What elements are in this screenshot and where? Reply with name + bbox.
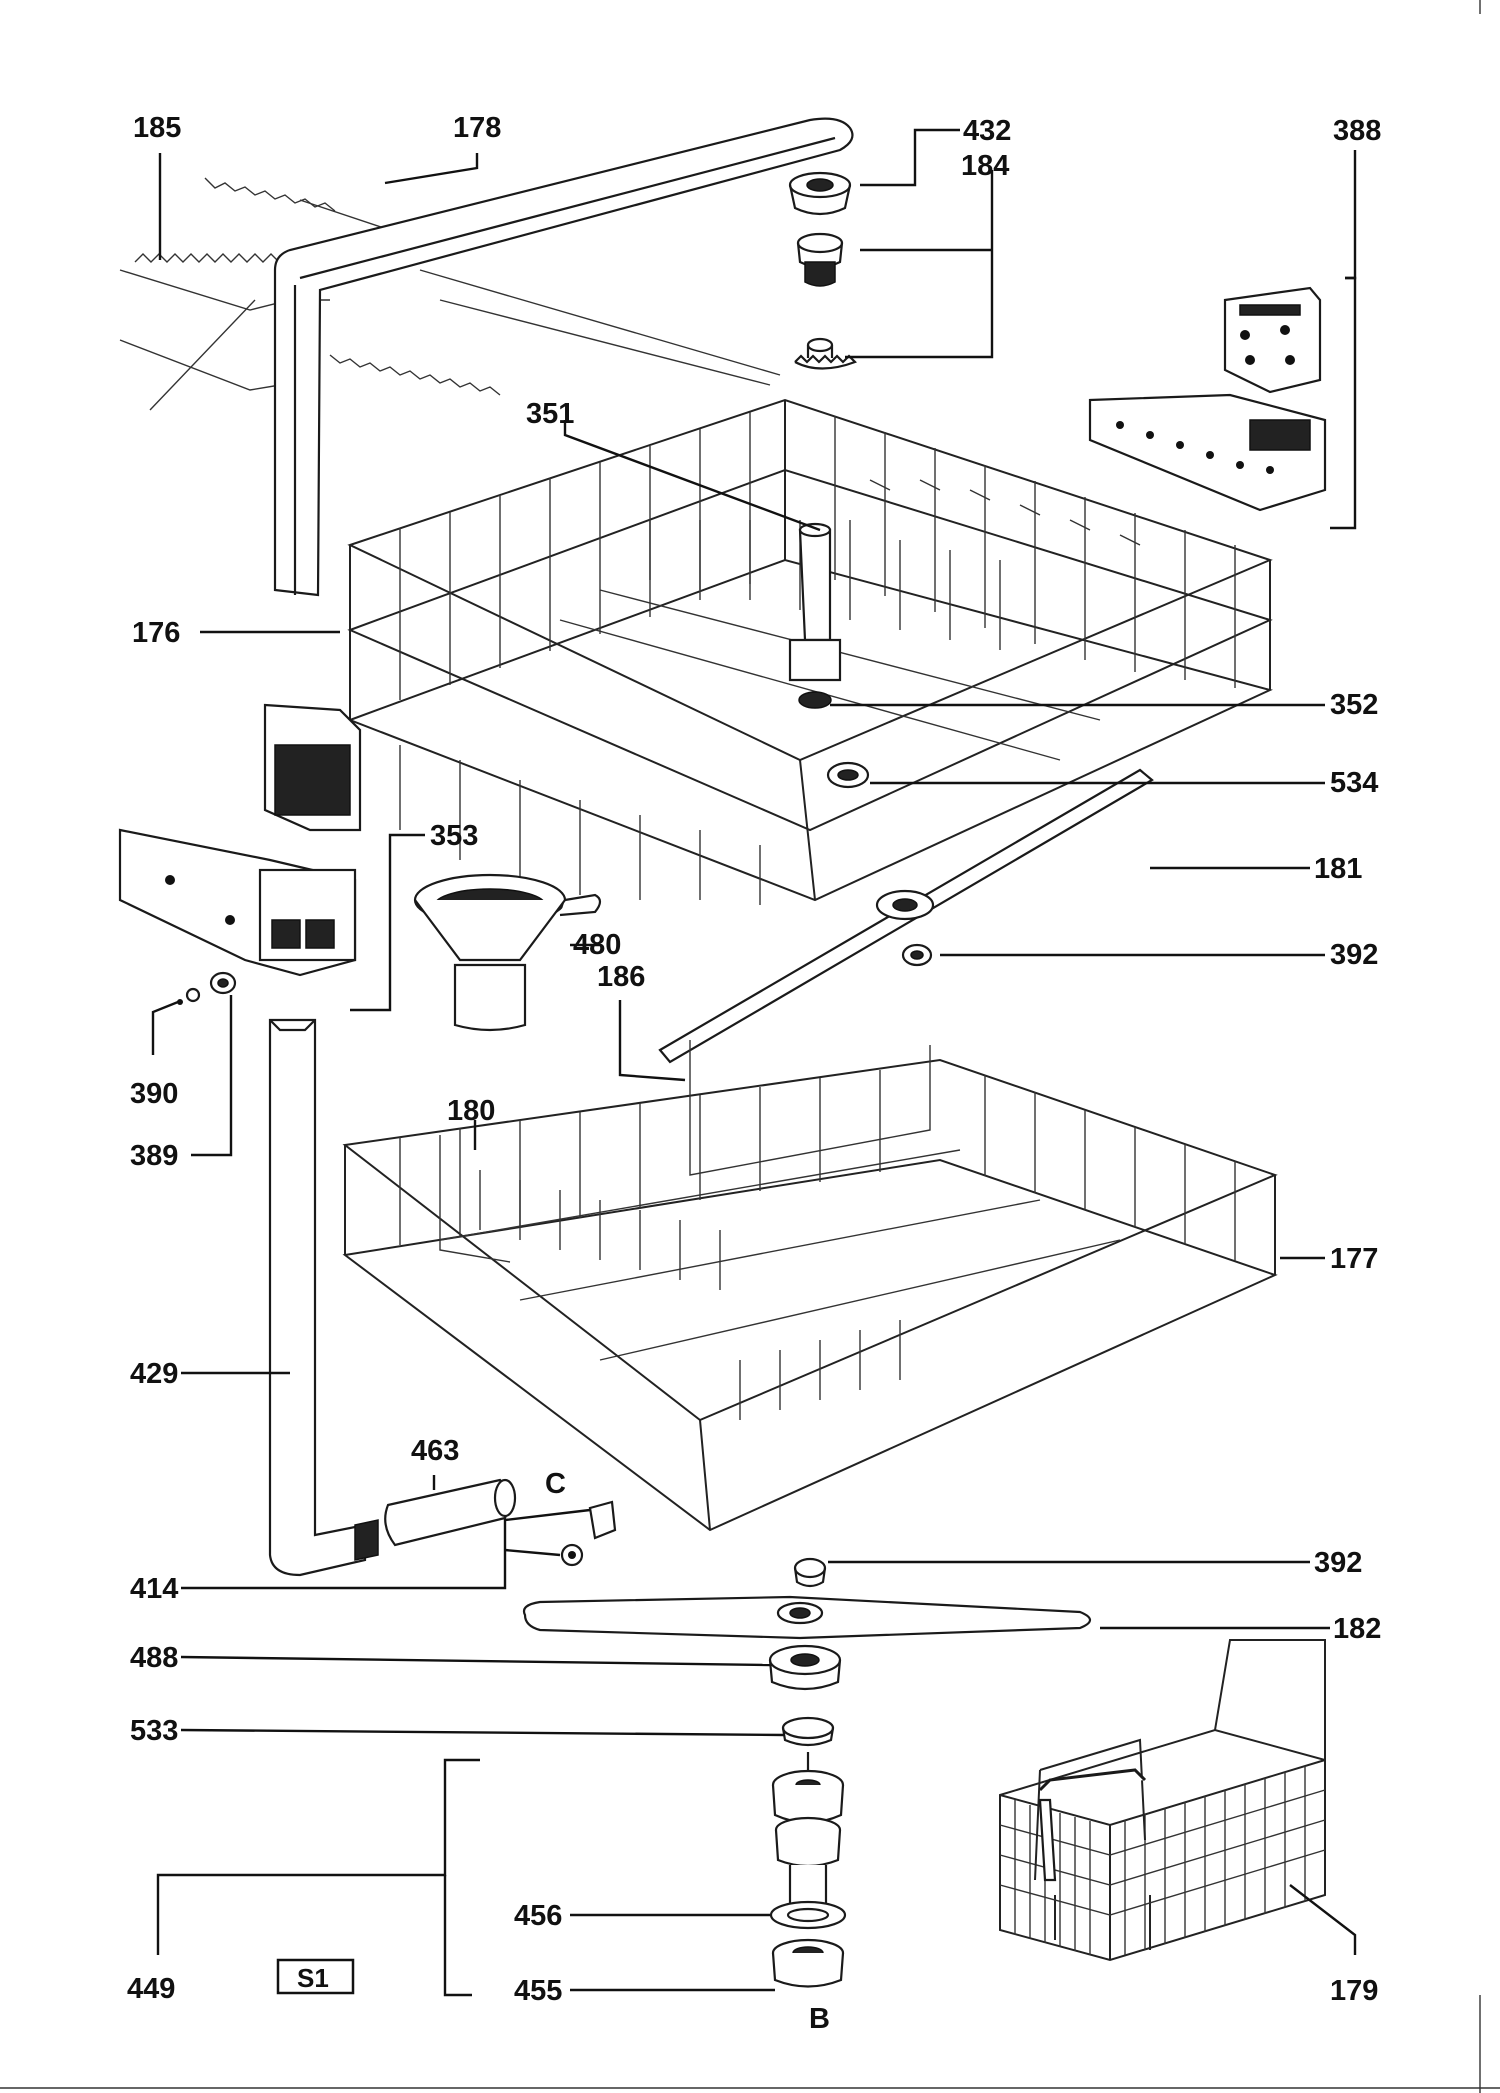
label-185: 185 (133, 112, 181, 144)
cutlery-basket-179 (999, 1639, 1326, 1962)
leader-lines (151, 128, 1357, 1997)
label-488: 488 (130, 1642, 178, 1674)
label-388: 388 (1333, 115, 1381, 147)
label-534: 534 (1330, 767, 1378, 799)
label-b: B (809, 2003, 830, 2035)
fitting-184-nut (796, 232, 844, 287)
label-533: 533 (130, 1715, 178, 1747)
nozzle-392-lower (793, 1557, 827, 1588)
label-177: 177 (1330, 1243, 1378, 1275)
ring-488 (768, 1644, 842, 1691)
spray-arm-181 (658, 768, 1154, 1064)
label-432: 432 (963, 115, 1011, 147)
label-186: 186 (597, 961, 645, 993)
nozzle-392-upper (901, 943, 933, 967)
label-176: 176 (132, 617, 180, 649)
clip-414 (560, 1500, 617, 1567)
ring-533 (781, 1716, 835, 1747)
label-392-lower: 392 (1314, 1547, 1362, 1579)
pin-390 (177, 987, 201, 1005)
fitting-184-gear (794, 337, 857, 370)
gasket-456 (769, 1900, 847, 1930)
hose-463 (384, 1478, 517, 1547)
label-c: C (545, 1468, 566, 1500)
label-389: 389 (130, 1140, 178, 1172)
sump-assembly-449 (771, 1752, 845, 1916)
label-392-upper: 392 (1330, 939, 1378, 971)
label-351: 351 (526, 398, 574, 430)
label-429: 429 (130, 1358, 178, 1390)
label-480: 480 (573, 929, 621, 961)
upper-basket-176 (347, 398, 1273, 905)
wheel-389 (209, 971, 237, 995)
rail-guide-353 (118, 703, 362, 977)
label-449: 449 (127, 1973, 175, 2005)
part-labels: 185 178 432 184 388 351 176 352 534 353 … (127, 112, 1381, 2035)
label-353: 353 (430, 820, 478, 852)
nut-455 (771, 1938, 845, 1988)
spray-arm-182 (522, 1595, 1092, 1640)
label-182: 182 (1333, 1613, 1381, 1645)
section-code-box: S1 (276, 1958, 355, 1995)
lower-basket-177 (342, 1040, 1278, 1532)
spray-tube-351 (788, 522, 842, 709)
label-390: 390 (130, 1078, 178, 1110)
label-179: 179 (1330, 1975, 1378, 2007)
label-181: 181 (1314, 853, 1362, 885)
label-184: 184 (961, 150, 1009, 182)
label-178: 178 (453, 112, 501, 144)
section-code-label: S1 (297, 1963, 329, 1993)
label-455: 455 (514, 1975, 562, 2007)
ring-534 (826, 761, 870, 789)
label-414: 414 (130, 1573, 178, 1605)
label-352: 352 (1330, 689, 1378, 721)
supply-pipe-429 (268, 1018, 379, 1577)
funnel-480 (413, 873, 602, 1032)
fitting-432 (788, 171, 852, 216)
label-463: 463 (411, 1435, 459, 1467)
rail-end-388 (1088, 286, 1327, 512)
label-180: 180 (447, 1095, 495, 1127)
label-456: 456 (514, 1900, 562, 1932)
top-frame-178 (273, 117, 854, 597)
